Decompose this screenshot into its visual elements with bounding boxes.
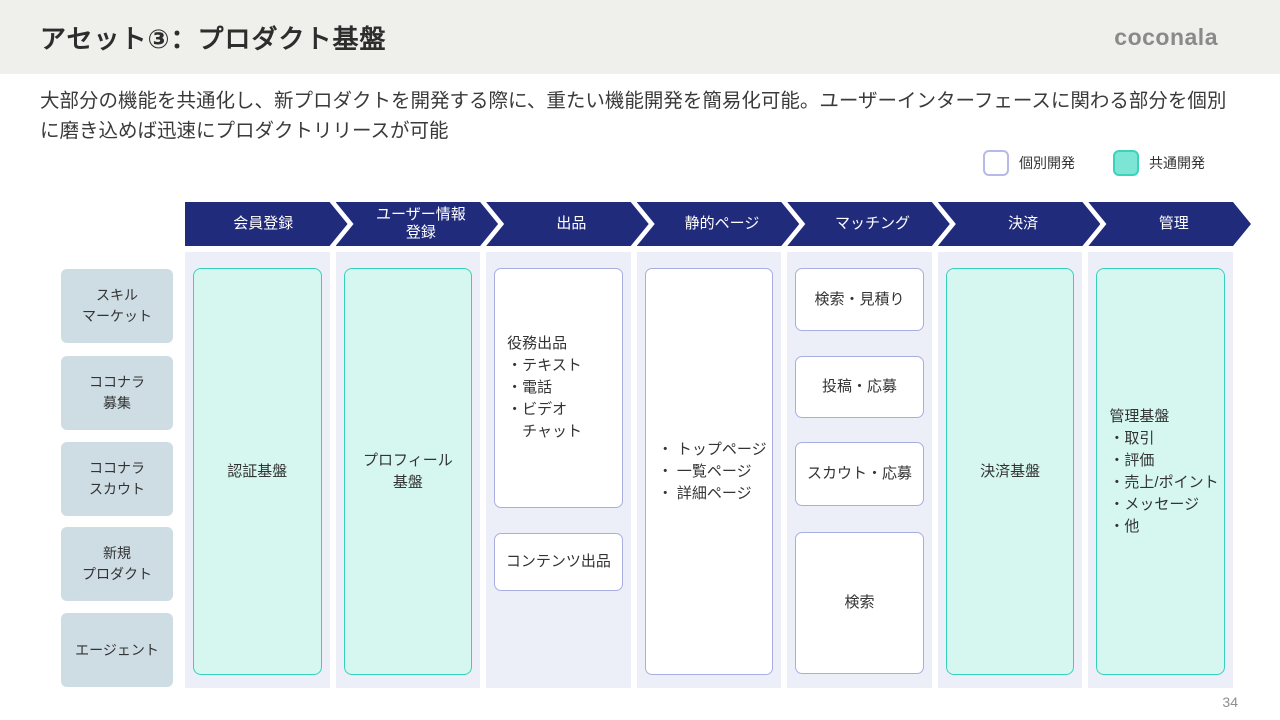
step-arrow-member-registration: 会員登録 [185,202,348,246]
box-content-listing: コンテンツ出品 [494,533,623,591]
column-strip: 認証基盤 [185,252,330,688]
description-text: 大部分の機能を共通化し、新プロダクトを開発する際に、重たい機能開発を簡易化可能。… [40,90,1227,142]
box-post-apply: 投稿・応募 [795,356,924,418]
column-listing: 出品 役務出品 ・テキスト ・電話 ・ビデオ チャット コンテンツ出品 [486,202,631,688]
page-number: 34 [1222,694,1238,710]
column-matching: マッチング 検索・見積り 投稿・応募 スカウト・応募 検索 [787,202,932,688]
column-strip: プロフィール 基盤 [335,252,481,688]
box-search: 検索 [795,532,924,674]
box-auth-platform: 認証基盤 [193,268,322,675]
box-scout-apply: スカウト・応募 [795,442,924,506]
page-title: アセット③：プロダクト基盤 [40,23,387,54]
box-payment-platform: 決済基盤 [945,268,1075,675]
column-strip: ・ トップページ ・ 一覧ページ ・ 詳細ページ [636,252,782,688]
title-band: アセット③：プロダクト基盤 coconala [0,0,1280,74]
column-admin: 管理 管理基盤 ・取引 ・評価 ・売上/ポイント ・メッセージ ・他 [1088,202,1233,688]
box-admin-platform: 管理基盤 ・取引 ・評価 ・売上/ポイント ・メッセージ ・他 [1096,268,1225,675]
row-label-coconala-bosyu: ココナラ 募集 [61,356,173,430]
step-arrow-payment: 決済 [938,202,1101,246]
column-strip: 決済基盤 [937,252,1083,688]
column-static-pages: 静的ページ ・ トップページ ・ 一覧ページ ・ 詳細ページ [636,202,782,688]
row-label-skill-market: スキル マーケット [61,269,173,343]
individual-dev-swatch [983,150,1009,176]
common-dev-swatch [1113,150,1139,176]
step-arrow-user-info-registration: ユーザー情報 登録 [336,202,499,246]
process-grid: 会員登録 認証基盤 ユーザー情報 登録 プロフィール 基盤 出品 役務出品 ・テ… [185,202,1233,688]
legend-item-common: 共通開発 [1113,150,1205,176]
coconala-logo: coconala [1114,23,1218,50]
box-profile-platform: プロフィール 基盤 [343,268,473,675]
box-search-estimate: 検索・見積り [795,268,924,331]
row-label-agent: エージェント [61,613,173,687]
row-label-coconala-scout: ココナラ スカウト [61,442,173,516]
legend-item-individual: 個別開発 [983,150,1075,176]
step-arrow-matching: マッチング [787,202,950,246]
column-strip: 役務出品 ・テキスト ・電話 ・ビデオ チャット コンテンツ出品 [486,252,631,688]
box-service-listing: 役務出品 ・テキスト ・電話 ・ビデオ チャット [494,268,623,508]
step-arrow-admin: 管理 [1088,202,1251,246]
step-arrow-listing: 出品 [486,202,649,246]
column-user-info-registration: ユーザー情報 登録 プロフィール 基盤 [335,202,481,688]
legend-common-label: 共通開発 [1149,155,1205,171]
row-label-new-product: 新規 プロダクト [61,527,173,601]
column-member-registration: 会員登録 認証基盤 [185,202,330,688]
column-strip: 検索・見積り 投稿・応募 スカウト・応募 検索 [787,252,932,688]
step-arrow-static-pages: 静的ページ [637,202,800,246]
legend: 個別開発 共通開発 [983,150,1205,176]
legend-individual-label: 個別開発 [1019,155,1075,171]
column-payment: 決済 決済基盤 [937,202,1083,688]
column-strip: 管理基盤 ・取引 ・評価 ・売上/ポイント ・メッセージ ・他 [1088,252,1233,688]
box-static-pages: ・ トップページ ・ 一覧ページ ・ 詳細ページ [644,268,774,675]
